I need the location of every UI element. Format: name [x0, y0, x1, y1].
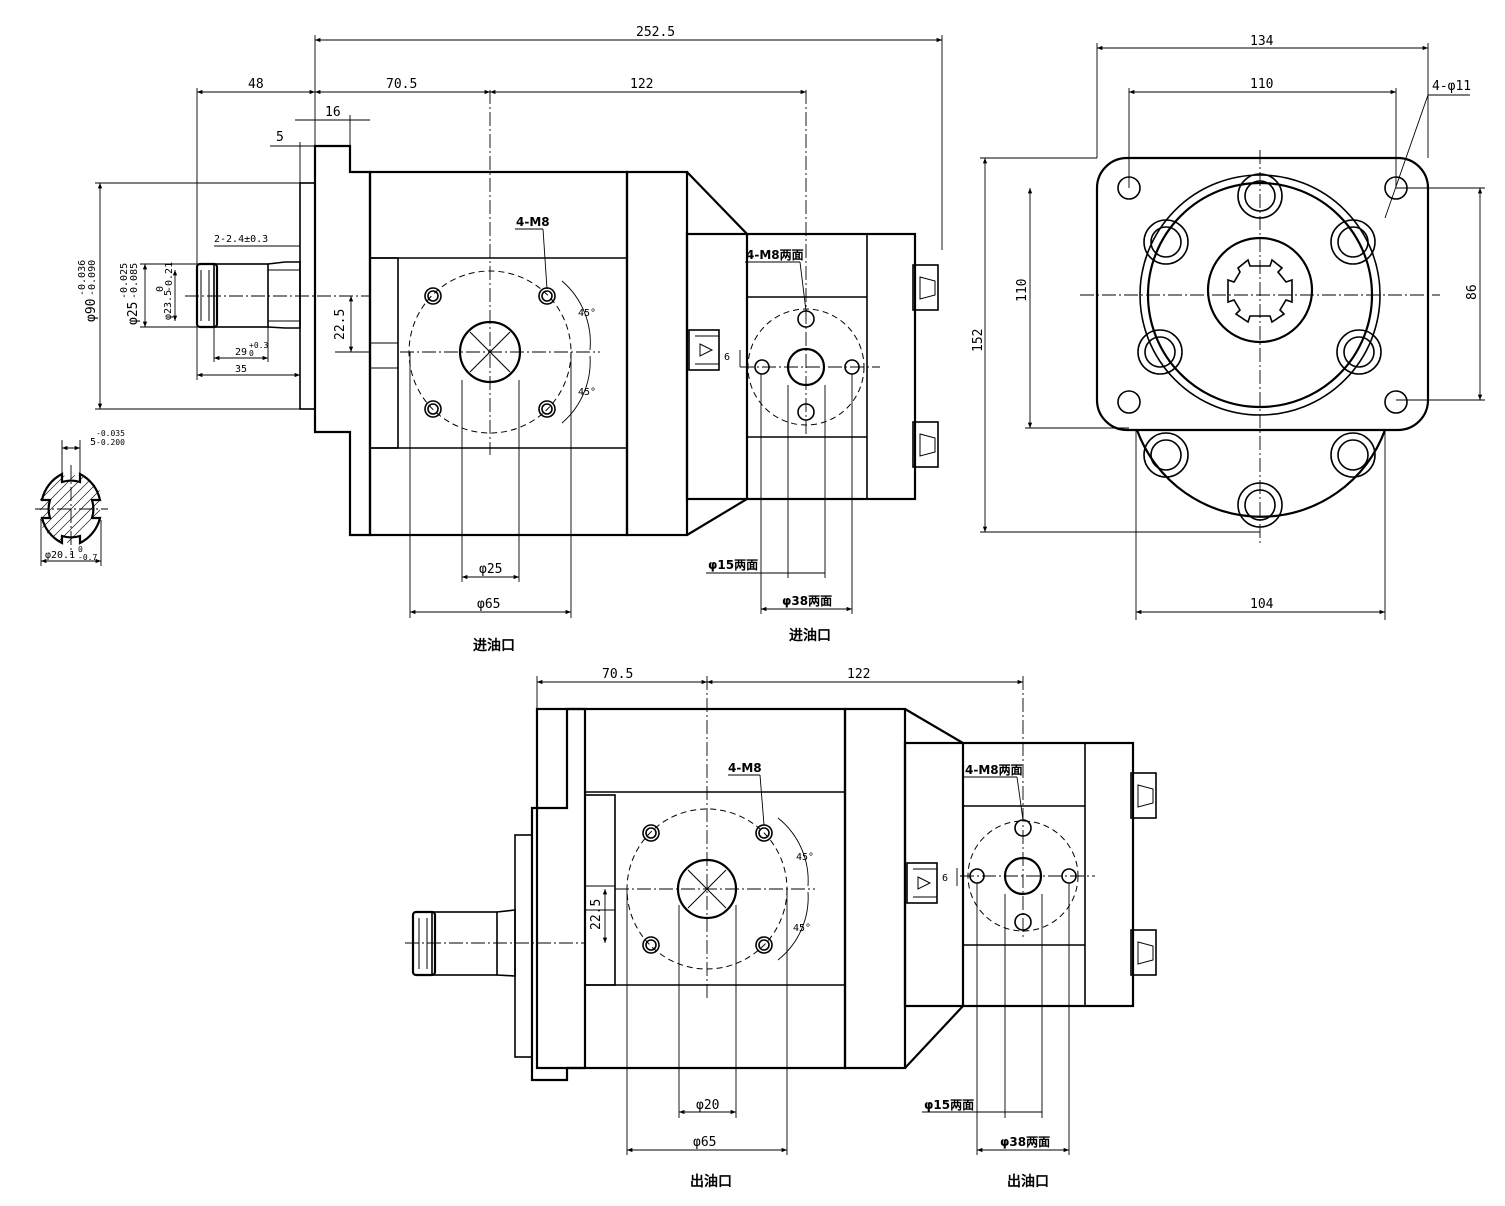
dim-key-width: 5	[90, 437, 96, 448]
bottom-dimensions: 70.5 122 4-M8 45° 45° 4-M8两面 6 22.5 φ20	[536, 667, 1070, 1155]
dim-shaft-tol-up: -0.025	[119, 263, 130, 299]
dim-inlet-center: 70.5	[386, 77, 417, 92]
mount-flange-bottom	[530, 707, 587, 1082]
dim-pilot-tol-up: -0.036	[77, 260, 88, 296]
label-angle-2: 45°	[578, 387, 596, 398]
label-outlet-front: 出油口	[690, 1173, 732, 1190]
dim-shaft-tol-lo: -0.085	[129, 263, 140, 299]
dim-port-pcd: φ65	[477, 597, 500, 612]
label-mount-holes: 4-φ11	[1432, 79, 1471, 94]
dim-spline-dia: φ23.5	[163, 290, 174, 320]
dim-small-offset-bottom: 6	[942, 873, 948, 884]
label-angle-1-bottom: 45°	[796, 852, 814, 863]
dim-shaft-dia: φ25	[126, 302, 141, 325]
dim-pilot: 5	[276, 130, 284, 145]
dim-inner-height: 86	[1465, 284, 1480, 300]
label-thread-front-bottom: 4-M8	[728, 761, 762, 775]
dim-shaft-length-2: 35	[235, 364, 247, 375]
dim-port-dia: φ25	[479, 562, 502, 577]
dim-key-width-tol-lo: -0.200	[96, 438, 125, 447]
dim-flange-thickness: 16	[325, 105, 341, 120]
dim-bolt-spacing-y: 110	[1015, 279, 1030, 302]
dim-shaft-length: 48	[248, 77, 264, 92]
dim-rear-pcd-bottom: φ38两面	[1000, 1135, 1050, 1149]
dim-end-height: 152	[971, 329, 986, 352]
label-thread-rear-bottom: 4-M8两面	[965, 763, 1023, 777]
dim-rear-port-dia: φ15两面	[708, 558, 758, 572]
spline-section: 5 -0.035 -0.200 φ20.1 0 -0.7	[35, 429, 125, 566]
dim-inlet-center-bottom: 70.5	[602, 667, 633, 682]
dim-small-offset: 6	[724, 352, 730, 363]
label-angle-2-bottom: 45°	[793, 923, 811, 934]
dim-offset-bottom: 22.5	[589, 899, 604, 930]
side-dimensions: 252.5 48 70.5 122 16 5 φ90 -0.036 -0.090	[77, 25, 943, 618]
pump-body	[368, 170, 939, 537]
dim-spline-minor-tol-up: 0	[78, 545, 83, 554]
dim-overall-length: 252.5	[636, 25, 675, 40]
dim-rear-pcd: φ38两面	[782, 594, 832, 608]
label-thread-front: 4-M8	[516, 215, 550, 229]
label-outlet-rear: 出油口	[1007, 1173, 1049, 1190]
bolt-heads	[1137, 173, 1382, 528]
dim-rear-port-dia-bottom: φ15两面	[924, 1098, 974, 1112]
label-inlet-front: 进油口	[473, 637, 515, 654]
dim-offset: 22.5	[333, 309, 348, 340]
bottom-view: 70.5 122 4-M8 45° 45° 4-M8两面 6 22.5 φ20	[405, 667, 1157, 1190]
label-inlet-rear: 进油口	[789, 627, 831, 644]
pump-body-bottom	[535, 707, 1157, 1070]
dim-pilot-dia: φ90	[84, 299, 99, 322]
dim-port-dia-bottom: φ20	[696, 1098, 719, 1113]
dim-spline-length-tol-lo: 0	[249, 349, 254, 358]
shaft-bottom	[411, 834, 533, 1058]
dim-end-width: 134	[1250, 34, 1274, 49]
dim-key-width-tol-up: -0.035	[96, 429, 125, 438]
label-angle-1: 45°	[578, 308, 596, 319]
dim-outlet-center: 122	[630, 77, 653, 92]
dim-spline-minor-dia: φ20.1	[45, 550, 75, 561]
dim-port-pcd-bottom: φ65	[693, 1135, 716, 1150]
dim-bolt-spacing-x: 110	[1250, 77, 1273, 92]
dim-spline-tol-lo: -0.21	[164, 262, 175, 292]
dim-spline-minor-tol-lo: -0.7	[78, 553, 97, 562]
dim-pilot-tol-lo: -0.090	[87, 260, 98, 296]
dim-bottom-width: 104	[1250, 597, 1274, 612]
dim-spline-tol-up: 0	[155, 286, 166, 292]
side-view: 252.5 48 70.5 122 16 5 φ90 -0.036 -0.090	[77, 25, 943, 654]
dim-spline-length: 29	[235, 347, 247, 358]
end-view: 134 110 4-φ11 152 110 86 104	[971, 34, 1485, 620]
label-thread-rear: 4-M8两面	[746, 248, 804, 262]
dim-outlet-center-bottom: 122	[847, 667, 870, 682]
dim-spline-length-tol-up: +0.3	[249, 341, 268, 350]
dim-groove: 2-2.4±0.3	[214, 234, 268, 245]
